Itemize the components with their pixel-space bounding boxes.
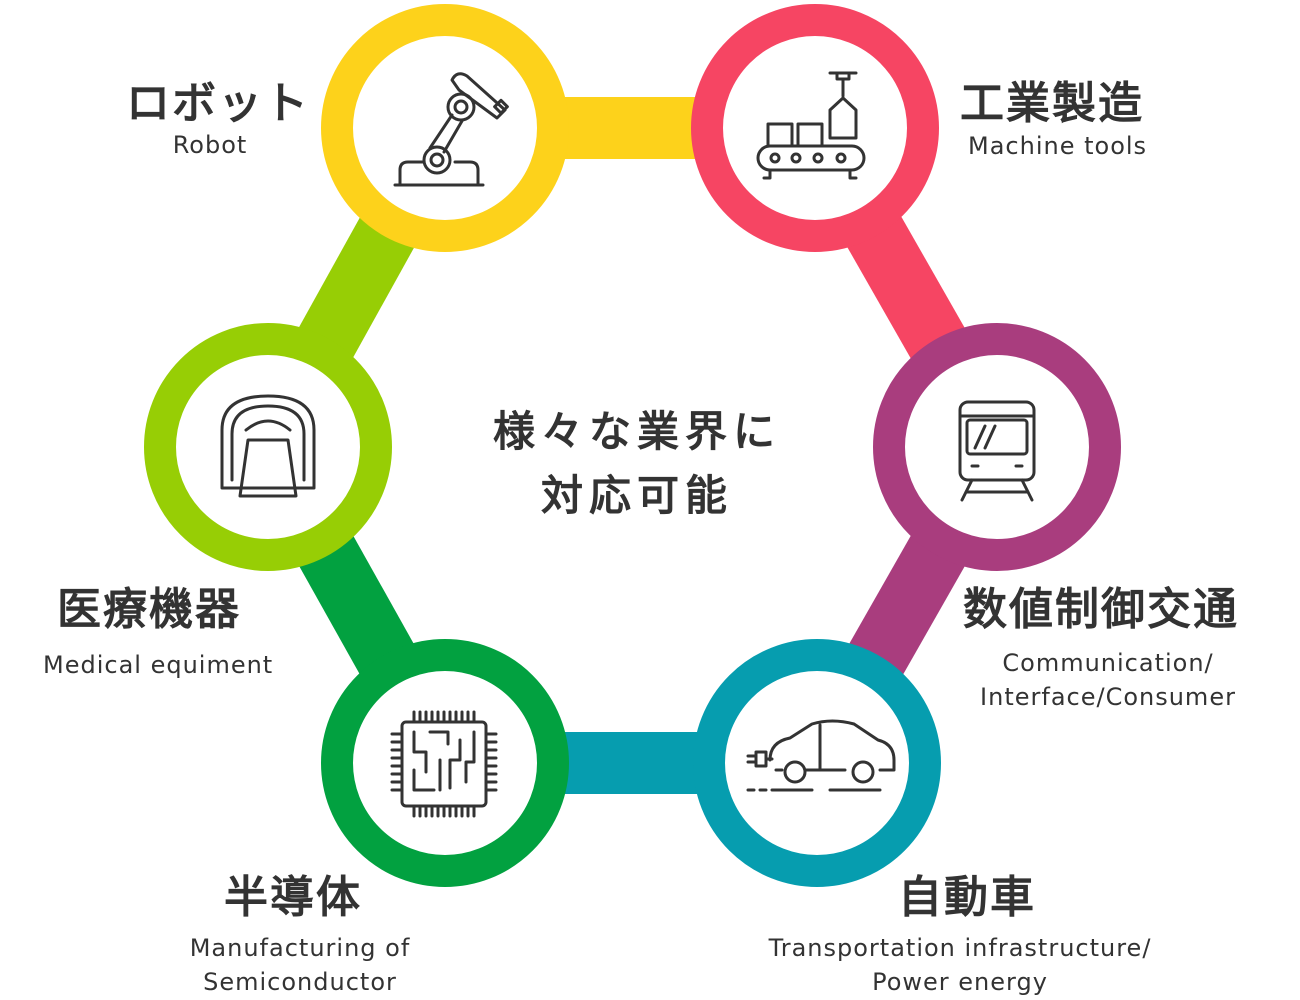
transport-title-en-line1: Communication/: [1002, 649, 1214, 677]
machine-title-en: Machine tools: [968, 132, 1148, 160]
car-title-en-line1: Transportation infrastructure/: [768, 934, 1152, 962]
chip-icon: [390, 710, 498, 818]
car-title-en-line2: Power energy: [872, 968, 1048, 996]
semiconductor-title-en-line1: Manufacturing of: [189, 934, 411, 962]
transport-title-jp: 数値制御交通: [963, 584, 1239, 635]
machine-ring: [691, 4, 939, 252]
mri-scanner-icon: [220, 394, 316, 498]
semiconductor-ring: [321, 639, 569, 887]
machine-title-jp: 工業製造: [960, 78, 1144, 129]
conveyor-icon: [756, 71, 866, 180]
car-title-jp: 自動車: [898, 872, 1036, 923]
transport-ring: [873, 323, 1121, 571]
medical-title-en: Medical equiment: [43, 651, 274, 679]
robot-title-en: Robot: [172, 131, 248, 159]
car-title-en: Transportation infrastructure/ Power ene…: [740, 931, 1180, 999]
transport-title-en: Communication/ Interface/Consumer: [958, 646, 1258, 714]
center-caption-line2: 対応可能: [540, 471, 733, 520]
semiconductor-title-en: Manufacturing of Semiconductor: [150, 931, 450, 999]
robot-arm-icon: [393, 72, 509, 187]
center-caption-line1: 様々な業界に: [492, 407, 781, 456]
car-ring: [693, 639, 941, 887]
medical-ring: [144, 323, 392, 571]
medical-title-jp: 医療機器: [57, 584, 241, 635]
center-caption: 様々な業界に 対応可能: [437, 400, 837, 528]
electric-car-icon: [746, 719, 896, 792]
semiconductor-title-jp: 半導体: [224, 872, 362, 923]
semiconductor-title-en-line2: Semiconductor: [203, 968, 397, 996]
robot-title-jp: ロボット: [126, 78, 310, 129]
train-icon: [958, 400, 1036, 502]
transport-title-en-line2: Interface/Consumer: [980, 683, 1236, 711]
